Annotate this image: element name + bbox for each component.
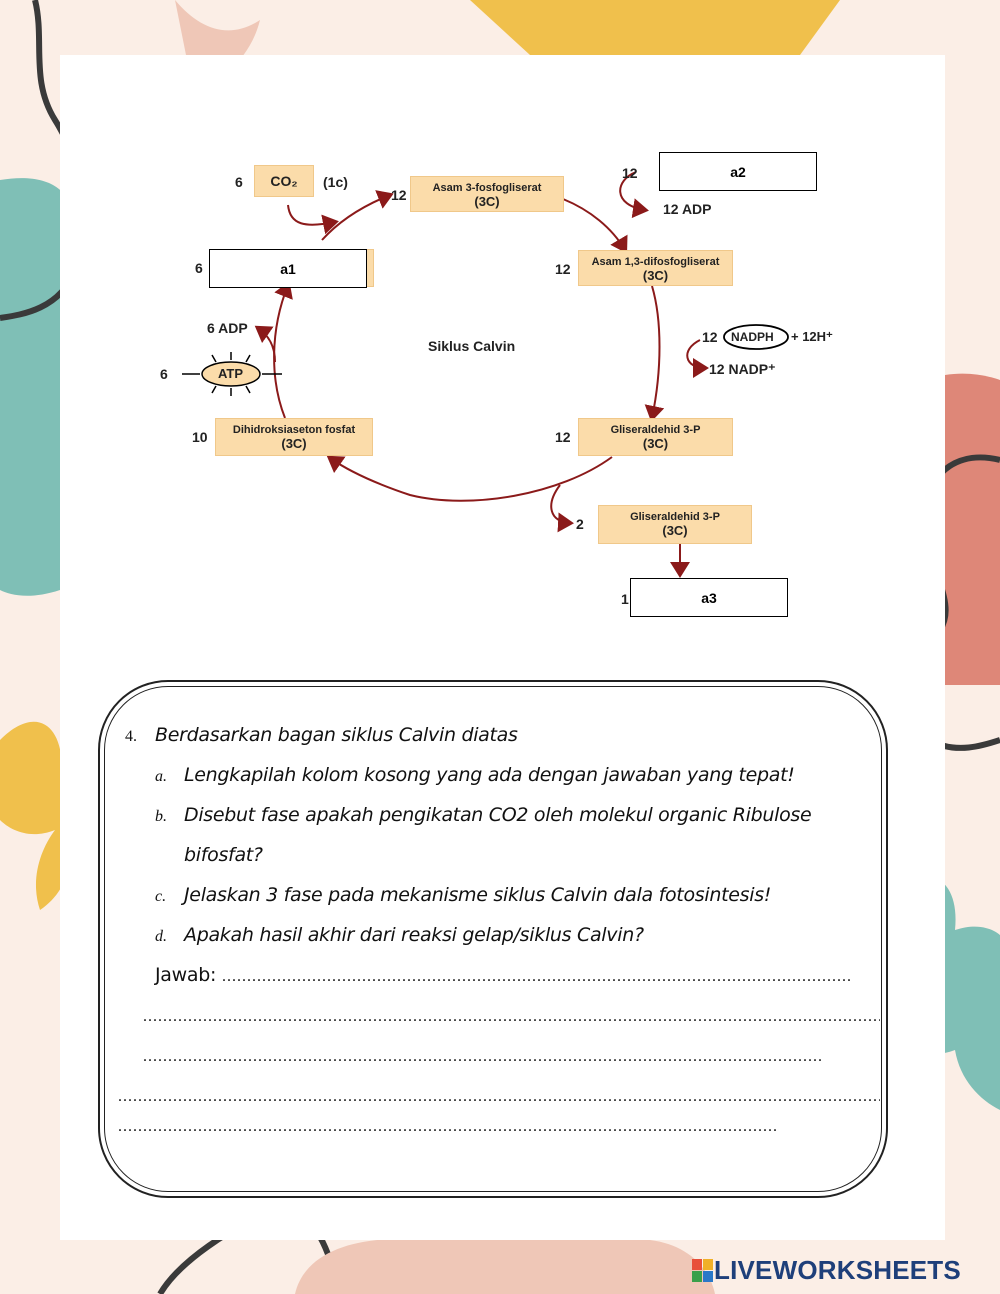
- dhap-box: Dihidroksiaseton fosfat (3C): [215, 418, 373, 456]
- brand-name: LIVEWORKSHEETS: [714, 1255, 961, 1285]
- a3-count: 1: [621, 591, 629, 607]
- asam3-line2: (3C): [474, 194, 500, 209]
- item-a-text: Lengkapilah kolom kosong yang ada dengan…: [184, 764, 795, 786]
- answer-line-1[interactable]: ........................................…: [222, 968, 850, 985]
- question-frame-outer: [98, 680, 888, 1198]
- nadph-label: NADPH: [731, 330, 774, 344]
- adp12-label: 12 ADP: [663, 201, 712, 217]
- cycle-arrows: [182, 171, 789, 578]
- a3-answer-field[interactable]: a3: [630, 578, 788, 617]
- item-b-marker: b.: [155, 808, 167, 825]
- answer-line-2[interactable]: ........................................…: [143, 1008, 880, 1025]
- glis-out-box: Gliseraldehid 3-P (3C): [598, 505, 752, 544]
- co2-count: 6: [235, 174, 243, 190]
- asam13-line2: (3C): [642, 268, 669, 283]
- liveworksheets-logo[interactable]: LIVEWORKSHEETS: [692, 1255, 961, 1286]
- atp-count: 6: [160, 366, 168, 382]
- answer-line-5[interactable]: ........................................…: [118, 1118, 776, 1135]
- dhap-count: 10: [192, 429, 208, 445]
- answer-label: Jawab:: [155, 964, 217, 986]
- asam3-line1: Asam 3-fosfogliserat: [432, 182, 542, 194]
- worksheet-page: [60, 55, 945, 1240]
- item-d-text: Apakah hasil akhir dari reaksi gelap/sik…: [184, 924, 644, 946]
- glis-line2: (3C): [642, 436, 669, 451]
- glis-line1: Gliseraldehid 3-P: [610, 424, 701, 436]
- nadp12-label: 12 NADP⁺: [709, 361, 776, 377]
- answer-line-3[interactable]: ........................................…: [143, 1048, 823, 1065]
- atp-sun-icon: [182, 352, 282, 396]
- glis-out-line2: (3C): [662, 523, 688, 538]
- item-b-continuation: bifosfat?: [184, 844, 263, 866]
- asam13-line1: Asam 1,3-difosfogliserat: [591, 256, 720, 268]
- glis-out-count: 2: [576, 516, 584, 532]
- asam13-box: Asam 1,3-difosfogliserat (3C): [578, 250, 733, 286]
- item-a-marker: a.: [155, 768, 167, 785]
- glis-out-line1: Gliseraldehid 3-P: [630, 511, 720, 523]
- nadph-ellipse: [723, 324, 789, 350]
- asam13-count: 12: [555, 261, 571, 277]
- question-title: Berdasarkan bagan siklus Calvin diatas: [155, 724, 518, 746]
- question-frame-inner: [104, 686, 882, 1192]
- item-c-marker: c.: [155, 888, 167, 905]
- question-number: 4.: [125, 728, 137, 745]
- a1-answer-field[interactable]: a1: [209, 249, 367, 288]
- adp6-label: 6 ADP: [207, 320, 248, 336]
- a1-count: 6: [195, 260, 203, 276]
- a2-answer-field[interactable]: a2: [659, 152, 817, 191]
- co2-carbon: (1c): [323, 174, 348, 190]
- item-b-text: Disebut fase apakah pengikatan CO2 oleh …: [184, 804, 812, 826]
- a2-count: 12: [622, 165, 638, 181]
- h-plus-label: + 12H⁺: [791, 329, 833, 344]
- asam3-box: Asam 3-fosfogliserat (3C): [410, 176, 564, 212]
- item-d-marker: d.: [155, 928, 167, 945]
- atp-label: ATP: [218, 366, 244, 381]
- dhap-line1: Dihidroksiaseton fosfat: [232, 424, 356, 436]
- nadph-count: 12: [702, 329, 718, 345]
- glis-box: Gliseraldehid 3-P (3C): [578, 418, 733, 456]
- item-c-text: Jelaskan 3 fase pada mekanisme siklus Ca…: [184, 884, 772, 906]
- live-badge-icon: [692, 1258, 713, 1282]
- co2-box: CO₂: [254, 165, 314, 197]
- glis-count: 12: [555, 429, 571, 445]
- answer-line-4[interactable]: ........................................…: [118, 1088, 880, 1105]
- asam3-count: 12: [391, 187, 407, 203]
- cycle-center-label: Siklus Calvin: [428, 338, 516, 354]
- dhap-line2: (3C): [281, 436, 307, 451]
